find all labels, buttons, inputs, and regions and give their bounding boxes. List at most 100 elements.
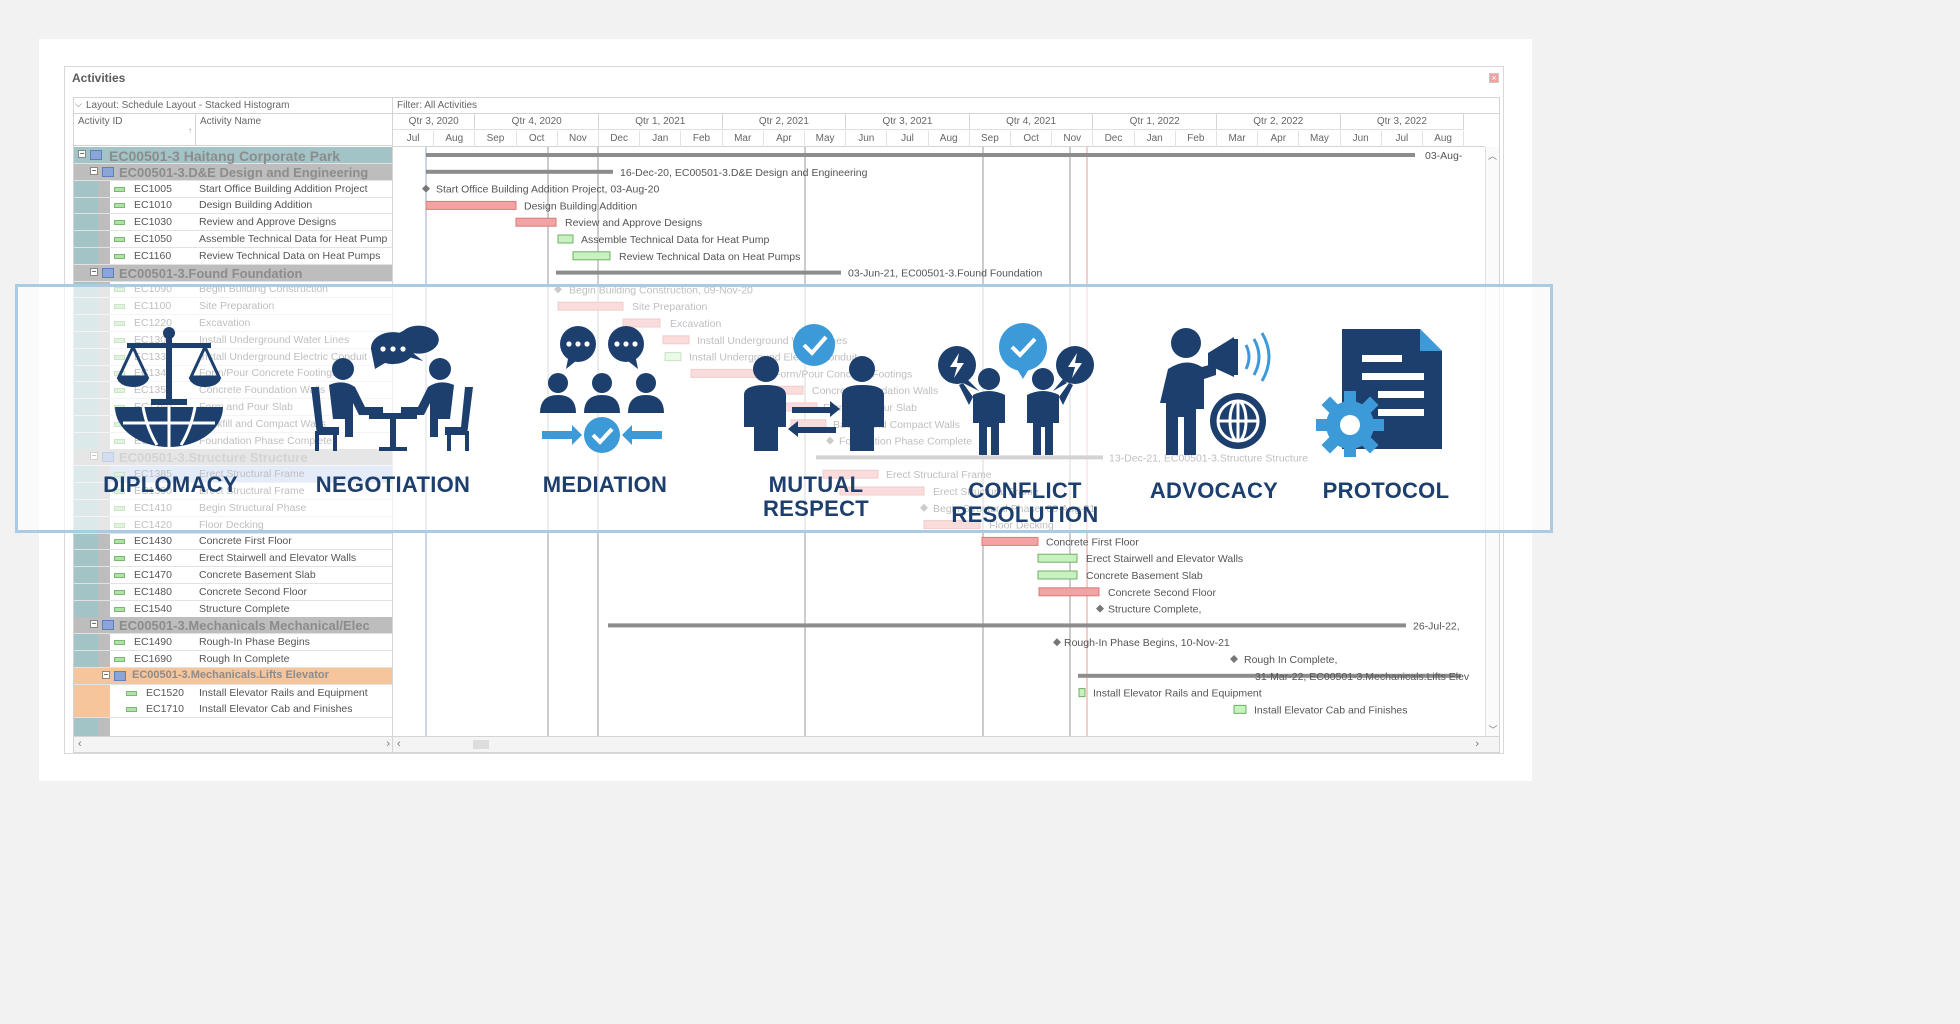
activity-bar-icon xyxy=(114,203,125,209)
activity-id: EC1710 xyxy=(146,703,184,716)
activity-name: Design Building Addition xyxy=(199,199,313,212)
wbs-group-row[interactable]: − EC00501-3.Found Foundation xyxy=(74,264,394,282)
summary-bar[interactable] xyxy=(426,153,1415,157)
collapse-icon[interactable]: − xyxy=(90,619,98,629)
gantt-bar-label: Structure Complete, xyxy=(1108,604,1201,616)
wbs-group-row[interactable]: − EC00501-3.Mechanicals Mechanical/Elec xyxy=(74,617,394,635)
timeline-month: Jun xyxy=(846,131,888,147)
scrollbar-thumb[interactable] xyxy=(473,740,489,749)
timeline-month: Dec xyxy=(1093,131,1135,147)
activity-id: EC1010 xyxy=(134,199,172,212)
timeline-month: Nov xyxy=(558,131,599,147)
milestone-diamond[interactable] xyxy=(1096,604,1104,613)
timeline-month: Mar xyxy=(723,131,764,147)
chevron-left-icon[interactable]: ‹ xyxy=(78,738,82,750)
collapse-icon[interactable]: − xyxy=(90,266,98,276)
scales-globe-icon xyxy=(115,327,223,447)
timeline-quarter: Qtr 4, 2021 xyxy=(969,114,1094,130)
timeline-month: Jul xyxy=(887,131,929,147)
wbs-group-row[interactable]: − EC00501-3.Mechanicals.Lifts Elevator xyxy=(74,667,394,685)
activity-id: EC1430 xyxy=(134,535,172,548)
wbs-group-name: EC00501-3.Found Foundation xyxy=(119,265,303,281)
activity-bar[interactable] xyxy=(1233,704,1247,714)
timeline-quarter: Qtr 1, 2022 xyxy=(1093,114,1217,130)
gantt-bar-label: Rough-In Phase Begins, 10-Nov-21 xyxy=(1064,637,1230,649)
timeline-month: Oct xyxy=(517,131,558,147)
activity-name: Rough-In Phase Begins xyxy=(199,636,310,649)
activity-id: EC1470 xyxy=(134,569,172,581)
activity-bar-icon xyxy=(126,690,137,696)
activity-bar[interactable] xyxy=(1037,553,1078,563)
activity-name: Install Elevator Cab and Finishes xyxy=(199,703,353,716)
column-header-activity-id[interactable]: Activity ID ↑ xyxy=(74,114,196,146)
activity-row[interactable]: EC1010 Design Building Addition xyxy=(74,197,394,215)
timeline-month: Sep xyxy=(970,131,1011,147)
timeline-quarter: Qtr 3, 2020 xyxy=(393,114,476,130)
activity-name: Erect Stairwell and Elevator Walls xyxy=(199,552,357,565)
activity-bar-icon xyxy=(114,589,125,595)
value-label-mutual-respect: MUTUAL RESPECT xyxy=(762,472,869,521)
chevron-down-icon[interactable]: ﹀ xyxy=(1488,725,1498,735)
activity-bar[interactable] xyxy=(1078,688,1086,698)
gantt-bar-label: 03-Jun-21, EC00501-3.Found Foundation xyxy=(848,268,1043,280)
gantt-bar-label: Rough In Complete, xyxy=(1244,654,1337,666)
critical-activity-bar[interactable] xyxy=(515,217,557,227)
summary-bar[interactable] xyxy=(426,169,613,174)
activity-id: EC1005 xyxy=(134,182,172,195)
wbs-folder-icon xyxy=(102,267,114,278)
critical-activity-bar[interactable] xyxy=(981,536,1039,546)
collapse-icon[interactable]: − xyxy=(78,149,86,158)
timeline-month: Sep xyxy=(475,131,517,147)
chevron-up-icon[interactable]: ︿ xyxy=(1487,151,1497,161)
activity-id: EC1460 xyxy=(134,552,172,565)
collapse-icon[interactable]: − xyxy=(102,669,110,679)
wbs-group-row[interactable]: − EC00501-3.D&E Design and Engineering xyxy=(74,163,394,181)
collapse-icon[interactable]: − xyxy=(90,165,98,175)
chevron-right-icon[interactable]: › xyxy=(1475,738,1479,750)
activity-bar[interactable] xyxy=(1037,570,1078,580)
critical-activity-bar[interactable] xyxy=(425,200,517,210)
milestone-diamond[interactable] xyxy=(422,184,430,193)
activity-row[interactable]: EC1710 Install Elevator Cab and Finishes xyxy=(74,701,394,719)
horizontal-scrollbar[interactable]: ‹ › xyxy=(74,736,394,752)
summary-bar[interactable] xyxy=(608,623,1406,628)
summary-bar[interactable] xyxy=(556,270,841,275)
values-banner: DIPLOMACY NEGOTIATION xyxy=(15,284,1553,533)
timeline-month: Oct xyxy=(1011,131,1053,147)
wbs-group-row[interactable]: −EC00501-3 Haitang Corporate Park xyxy=(74,147,394,164)
milestone-diamond[interactable] xyxy=(1053,638,1061,647)
timeline-month: Jan xyxy=(1135,131,1176,147)
column-header-activity-name[interactable]: Activity Name xyxy=(196,114,394,146)
activity-bar[interactable] xyxy=(557,234,574,244)
wbs-group-name: EC00501-3.Mechanicals.Lifts Elevator xyxy=(132,668,329,681)
timeline-month: Jul xyxy=(393,131,435,147)
wbs-group-name: EC00501-3.Mechanicals Mechanical/Elec xyxy=(119,618,370,634)
activity-bar[interactable] xyxy=(572,251,611,261)
layout-selector[interactable]: ⌵ Layout: Schedule Layout - Stacked Hist… xyxy=(74,98,394,114)
summary-bar[interactable] xyxy=(1078,673,1461,678)
gantt-bar-label: Concrete Basement Slab xyxy=(1086,570,1203,582)
critical-activity-bar[interactable] xyxy=(1038,587,1100,597)
close-icon[interactable]: × xyxy=(1489,73,1499,83)
horizontal-scrollbar[interactable]: ‹ › xyxy=(393,736,1499,752)
activity-row[interactable]: EC1460 Erect Stairwell and Elevator Walls xyxy=(74,550,394,568)
activity-bar-icon xyxy=(126,707,137,713)
chevron-right-icon[interactable]: › xyxy=(386,738,390,750)
chevron-left-icon[interactable]: ‹ xyxy=(397,738,401,750)
wbs-group-name: EC00501-3.D&E Design and Engineering xyxy=(119,164,369,180)
milestone-diamond[interactable] xyxy=(1230,655,1238,663)
timeline-month: Dec xyxy=(599,131,641,147)
timeline-quarter: Qtr 4, 2020 xyxy=(475,114,599,130)
